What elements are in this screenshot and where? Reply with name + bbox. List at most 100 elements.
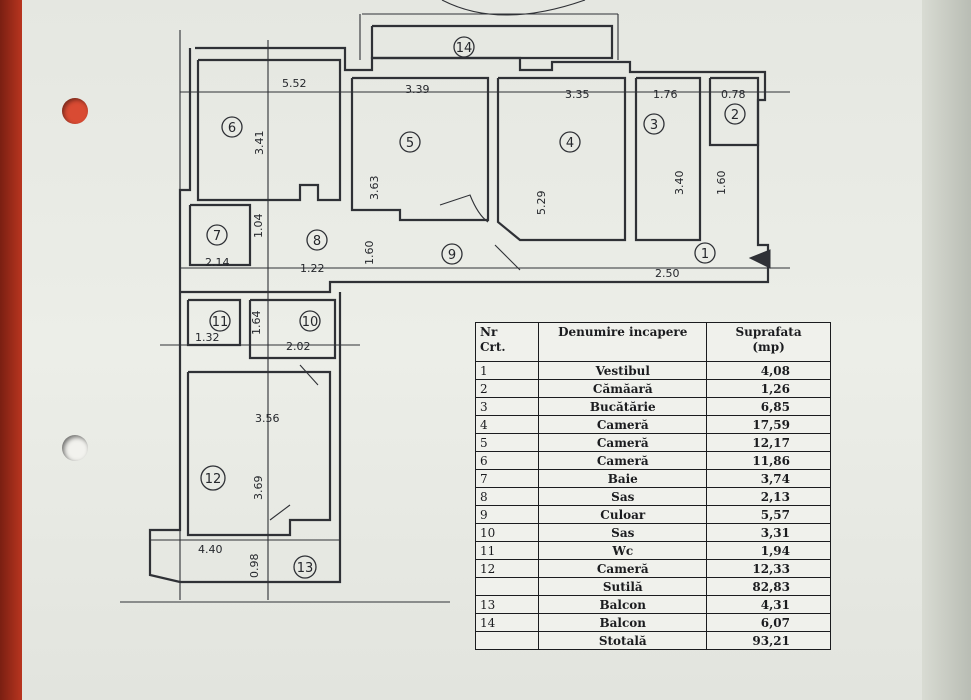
table-cell-name: Cămăară (538, 379, 708, 398)
table-cell-area: 11,86 (706, 451, 831, 470)
room-label: 11 (212, 315, 229, 330)
room-label: 13 (297, 561, 314, 576)
dimension-label: 1.60 (363, 241, 376, 266)
room-label: 5 (406, 136, 414, 151)
table-cell-area: 12,33 (706, 559, 831, 578)
header-name: Denumire incapere (538, 322, 708, 362)
dimension-label: 3.39 (405, 83, 430, 96)
dimension-label: 2.14 (205, 256, 230, 269)
room-label: 9 (448, 248, 456, 263)
table-cell-name: Sutilă (538, 577, 708, 596)
table-cell-area: 3,31 (706, 523, 831, 542)
room-label: 3 (650, 118, 658, 133)
dimension-label: 3.41 (253, 131, 266, 156)
table-cell-nr: 6 (474, 451, 540, 470)
table-cell-name: Bucătărie (538, 397, 708, 416)
table-cell-name: Baie (538, 469, 708, 488)
table-cell-name: Balcon (538, 613, 708, 632)
room-label: 4 (566, 136, 574, 151)
table-cell-nr: 4 (474, 415, 540, 434)
header-nr: Nr Crt. (474, 322, 540, 362)
table-cell-nr: 7 (474, 469, 540, 488)
table-cell-nr: 10 (474, 523, 540, 542)
dimension-label: 5.29 (535, 191, 548, 216)
dimension-label: 1.04 (252, 214, 265, 239)
table-cell-name: Cameră (538, 451, 708, 470)
dimension-label: 0.78 (721, 88, 746, 101)
table-cell-name: Sas (538, 487, 708, 506)
dimension-label: 3.40 (673, 171, 686, 196)
dimension-label: 1.64 (250, 311, 263, 336)
table-cell-area: 6,07 (706, 613, 831, 632)
header-area: Suprafata (mp) (706, 322, 831, 362)
dimension-label: 3.56 (255, 412, 280, 425)
dimension-label: 0.98 (248, 554, 261, 579)
table-cell-area: 3,74 (706, 469, 831, 488)
table-cell-area: 6,85 (706, 397, 831, 416)
room-label: 12 (205, 472, 222, 487)
table-cell-nr: 9 (474, 505, 540, 524)
dimension-label: 2.02 (286, 340, 311, 353)
room-label: 8 (313, 234, 321, 249)
room-label: 6 (228, 121, 236, 136)
table-cell-nr: 12 (474, 559, 540, 578)
table-cell-area: 1,94 (706, 541, 831, 560)
table-cell-name: Sas (538, 523, 708, 542)
table-cell-name: Balcon (538, 595, 708, 614)
dimension-label: 1.32 (195, 331, 220, 344)
table-cell-nr: 5 (474, 433, 540, 452)
dimension-label: 3.35 (565, 88, 590, 101)
table-cell-area: 4,08 (706, 361, 831, 380)
table-cell-name: Cameră (538, 415, 708, 434)
stamp-arc (441, 0, 586, 16)
table-cell-area: 1,26 (706, 379, 831, 398)
dimension-label: 3.63 (368, 176, 381, 201)
table-cell-area: 12,17 (706, 433, 831, 452)
dimension-label: 2.50 (655, 267, 680, 280)
table-cell-area: 17,59 (706, 415, 831, 434)
table-cell-area: 4,31 (706, 595, 831, 614)
table-cell-name: Vestibul (538, 361, 708, 380)
table-cell-area: 5,57 (706, 505, 831, 524)
table-header-row: Nr Crt. Denumire incapere Suprafata (mp) (474, 322, 831, 362)
table-cell-nr: 2 (474, 379, 540, 398)
table-cell-name: Wc (538, 541, 708, 560)
room-label: 7 (213, 229, 221, 244)
room-area-table: Nr Crt. Denumire incapere Suprafata (mp)… (474, 322, 831, 650)
table-cell-name: Stotală (538, 631, 708, 650)
punch-hole (62, 435, 88, 461)
table-cell-name: Cameră (538, 433, 708, 452)
dimension-label: 4.40 (198, 543, 223, 556)
table-cell-area: 2,13 (706, 487, 831, 506)
table-cell-nr: 13 (474, 595, 540, 614)
room-label: 10 (302, 315, 319, 330)
table-cell-area: 82,83 (706, 577, 831, 596)
table-cell-area: 93,21 (706, 631, 831, 650)
table-cell-nr (474, 577, 540, 596)
dimension-label: 5.52 (282, 77, 307, 90)
room-label: 14 (456, 41, 473, 56)
table-cell-name: Culoar (538, 505, 708, 524)
table-cell-nr: 14 (474, 613, 540, 632)
dimension-label: 1.76 (653, 88, 678, 101)
table-cell-nr: 8 (474, 487, 540, 506)
punch-hole (62, 98, 88, 124)
room-label: 2 (731, 108, 739, 123)
room-label: 1 (701, 247, 709, 262)
